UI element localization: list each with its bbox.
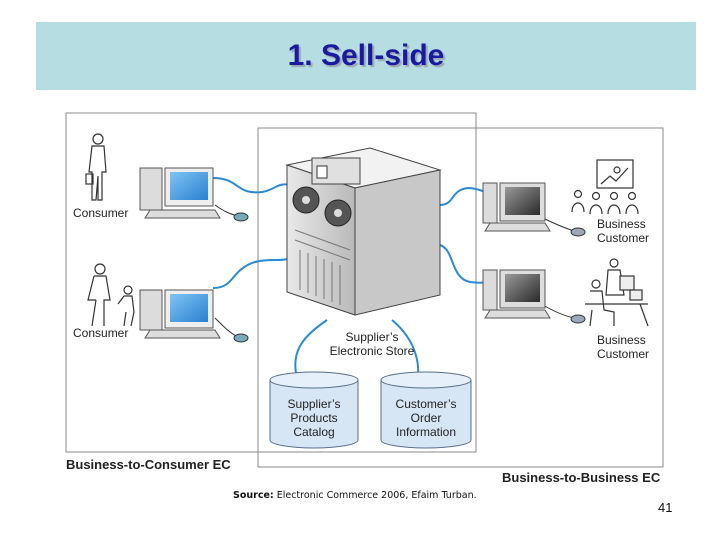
page-number: 41 [658, 500, 673, 515]
products-catalog-database-icon [269, 371, 359, 449]
business-customer-label: Business Customer [597, 333, 650, 361]
server-icon [285, 147, 442, 316]
order-information-label: Customer’s Order Information [395, 397, 457, 439]
title-bar: 1. Sell-side [36, 22, 696, 90]
business-customer-label: Business Customer [597, 217, 650, 245]
office-workers-icon [585, 258, 649, 327]
business-computer-icon [482, 269, 586, 324]
b2b-label: Business-to-Business EC [502, 470, 661, 485]
businessman-icon [85, 133, 107, 201]
b2c-label: Business-to-Consumer EC [66, 457, 231, 472]
source-citation: Source: Electronic Commerce 2006, Efaim … [233, 490, 477, 501]
consumer-label: Consumer [73, 206, 129, 220]
family-icon [87, 263, 135, 327]
consumer-label: Consumer [73, 326, 129, 340]
consumer-computer-icon [139, 167, 249, 222]
electronic-store-label: Supplier’s Electronic Store [329, 330, 415, 358]
order-information-database-icon [380, 371, 472, 449]
business-computer-icon [482, 182, 586, 237]
b2b-frame [257, 127, 664, 468]
consumer-computer-icon [139, 289, 249, 343]
slide-title: 1. Sell-side [287, 39, 445, 72]
presenter-icon [571, 159, 639, 215]
products-catalog-label: Supplier’s Products Catalog [287, 397, 341, 439]
